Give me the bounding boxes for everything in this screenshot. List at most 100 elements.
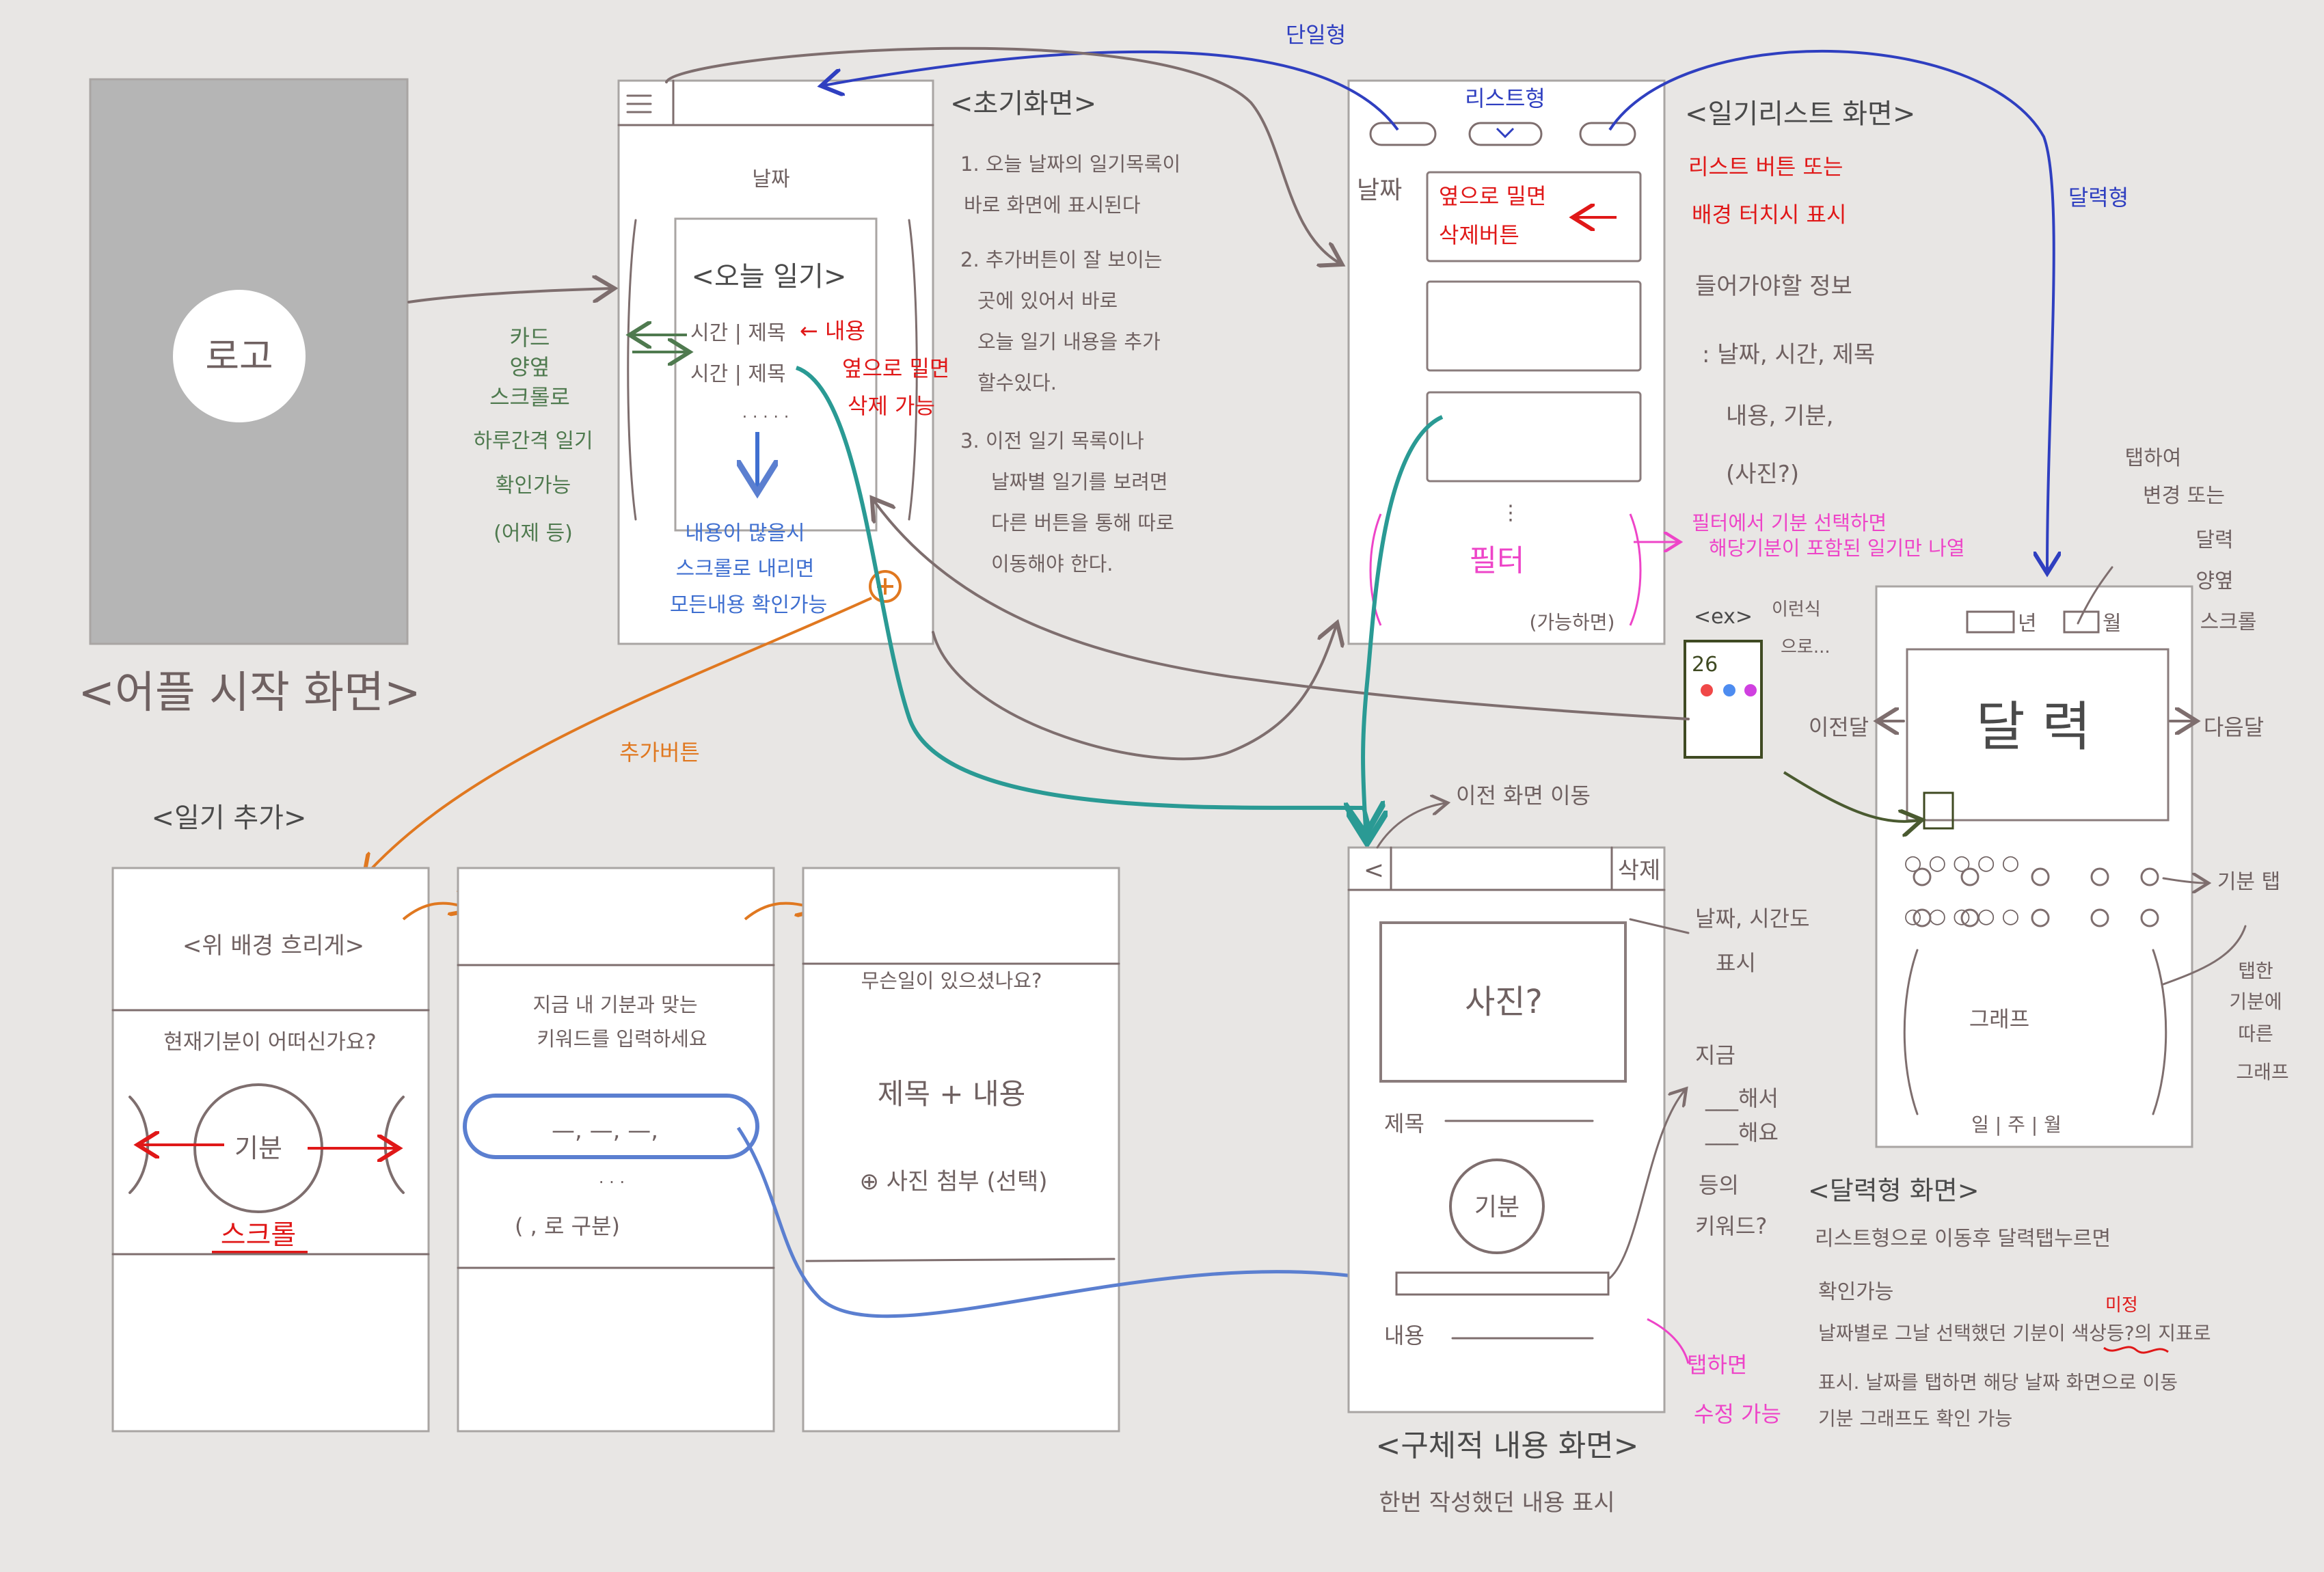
- right-note-line: 삭제 가능: [848, 393, 935, 419]
- year-selector[interactable]: [1966, 610, 2015, 634]
- keyword-note-line: ___해서: [1705, 1085, 1779, 1111]
- add-screen-2: 지금 내 기분과 맞는 키워드를 입력하세요 —, —, —, · · · ( …: [457, 867, 775, 1433]
- mood-dot-red: [1701, 684, 1713, 696]
- mood-tab[interactable]: [1913, 867, 1932, 886]
- list-item[interactable]: [1426, 280, 1642, 372]
- add-screen-3-frame: [802, 867, 1120, 1433]
- info-line: (사진?): [1726, 461, 1799, 488]
- list-to-home-arrow: [824, 50, 1399, 131]
- tap-change-line: 스크롤: [2200, 610, 2257, 634]
- scroll-note: 스크롤: [221, 1219, 296, 1251]
- ex-calendar-cell: 26: [1684, 640, 1763, 759]
- logo-circle: [173, 290, 306, 422]
- graph-period-selector[interactable]: 일 | 주 | 월: [1971, 1113, 2062, 1136]
- tap-graph-line: 탭한: [2238, 960, 2273, 982]
- filter-bracket-left: [1369, 513, 1382, 626]
- calendar-desc-line: 날짜별로 그날 선택했던 기분이 색상등?의 지표로: [1818, 1322, 2211, 1344]
- keyword-note-line: 지금: [1695, 1042, 1735, 1068]
- keyword-note-line: 등의: [1699, 1172, 1739, 1198]
- filter-note-line: 해당기분이 포함된 일기만 나열: [1709, 537, 1965, 560]
- attach-photo-button[interactable]: ⊕ 사진 첨부 (선택): [859, 1168, 1047, 1195]
- photo-area[interactable]: [1379, 921, 1627, 1083]
- swipe-note-line: 옆으로 밀면: [1439, 183, 1546, 209]
- list-red-note: 리스트 버튼 또는: [1688, 154, 1843, 180]
- home-step-line: 곳에 있어서 바로: [977, 289, 1118, 312]
- home-step-line: 다른 버튼을 통해 따로: [991, 511, 1174, 534]
- delete-button[interactable]: 삭제: [1618, 857, 1661, 884]
- info-title: 들어가야할 정보: [1695, 273, 1852, 300]
- keyword-fields: —, —, —,: [552, 1117, 658, 1144]
- list-type-label: 리스트형: [1465, 85, 1545, 111]
- detail-section-title: <구체적 내용 화면>: [1375, 1428, 1638, 1463]
- filter-note-line: 필터에서 기분 선택하면: [1692, 511, 1887, 534]
- mood-dot-purple: [1744, 684, 1757, 696]
- keyword-note-line: 키워드?: [1695, 1213, 1767, 1239]
- home-step-line: 바로 화면에 표시된다: [964, 193, 1141, 217]
- calendar-description: <달력형 화면> 리스트형으로 이동후 달력탭누르면 확인가능 미정 날짜별로 …: [1808, 1176, 2211, 1430]
- mood-selector-label: 기분: [234, 1133, 282, 1163]
- splash-to-home-arrow: [407, 288, 612, 303]
- filter-button[interactable]: 필터: [1470, 543, 1525, 578]
- detail-screen: < 삭제 사진? 제목 기분 내용 <구체적 내용 화면> 한번 작성했던 내용…: [1347, 846, 1666, 1517]
- list-tab-left[interactable]: [1369, 122, 1437, 146]
- hamburger-menu-icon[interactable]: [626, 94, 652, 113]
- year-label: 년: [2018, 612, 2037, 636]
- mood-tab[interactable]: [2140, 867, 2159, 886]
- list-item[interactable]: [1426, 391, 1642, 483]
- title-label: 제목: [1384, 1111, 1424, 1137]
- calendar-body[interactable]: [1906, 648, 2170, 822]
- mood-tab[interactable]: [2090, 867, 2109, 886]
- event-question: 무슨일이 있으셨나요?: [861, 969, 1042, 992]
- mood-tab-buttons[interactable]: [1913, 867, 2159, 927]
- month-label: 월: [2103, 612, 2122, 636]
- mood-display-label: 기분: [1474, 1193, 1519, 1221]
- left-note-line: 스크롤로: [489, 384, 570, 410]
- prev-month-button[interactable]: 이전달: [1809, 714, 1869, 740]
- mood-dot-blue: [1723, 684, 1735, 696]
- datetime-note-line: 날짜, 시간도: [1695, 906, 1810, 932]
- title-content-input[interactable]: 제목 + 내용: [878, 1077, 1025, 1111]
- list-screen: 리스트형 날짜 옆으로 밀면 삭제버튼 ⋮ 필터 (가능하면): [1347, 79, 1666, 645]
- mood-tab[interactable]: [2090, 908, 2109, 927]
- ex-cell-to-calendar-arrow: [1783, 771, 1919, 822]
- down-note-line: 내용이 많을시: [685, 521, 805, 545]
- back-button[interactable]: <: [1364, 856, 1384, 884]
- list-item-swiped[interactable]: [1426, 171, 1642, 262]
- month-selector[interactable]: [2063, 610, 2100, 634]
- keyword-dots: · · ·: [599, 1173, 625, 1192]
- mood-tab[interactable]: [1913, 908, 1932, 927]
- mood-display[interactable]: [1449, 1158, 1545, 1254]
- calendar-desc-line: 표시. 날짜를 탭하면 해당 날짜 화면으로 이동: [1818, 1371, 2178, 1394]
- keyword-prompt-line: 키워드를 입력하세요: [537, 1027, 707, 1051]
- next-month-button[interactable]: 다음달: [2204, 714, 2264, 740]
- mood-row-marks: ○ ○ ○ ○ ○: [1904, 851, 2019, 875]
- mood-tab[interactable]: [2031, 908, 2050, 927]
- home-step-line: 할수있다.: [977, 371, 1057, 394]
- diary-entry-2[interactable]: 시간 | 제목: [690, 362, 786, 386]
- filter-bracket-right: [1629, 513, 1642, 626]
- splash-caption: <어플 시작 화면>: [78, 668, 420, 718]
- mood-tab[interactable]: [1960, 867, 1980, 886]
- single-type-label: 단일형: [1286, 22, 1346, 48]
- mood-tab[interactable]: [1960, 908, 1980, 927]
- list-tab-center[interactable]: [1468, 122, 1543, 146]
- mood-graph[interactable]: 그래프: [1969, 1006, 2029, 1032]
- next-card-edge: [908, 219, 918, 521]
- home-section-title: <초기화면>: [950, 88, 1096, 120]
- mood-tab[interactable]: [2031, 867, 2050, 886]
- right-note-line: 옆으로 밀면: [842, 355, 949, 381]
- home-step-line: 이동해야 한다.: [991, 552, 1113, 575]
- keyword-field[interactable]: [1395, 1271, 1610, 1296]
- chevron-down-icon[interactable]: [1496, 127, 1515, 139]
- mood-tab-arrow: [2162, 878, 2206, 883]
- photo-label: 사진?: [1465, 983, 1543, 1021]
- list-tab-right[interactable]: [1579, 122, 1636, 146]
- keyword-input[interactable]: [463, 1094, 759, 1159]
- keyword-note-arrow: [1608, 1090, 1685, 1279]
- home-down-note: 내용이 많을시 스크롤로 내리면 모든내용 확인가능: [670, 521, 827, 617]
- diary-entry-1[interactable]: 시간 | 제목: [690, 321, 786, 345]
- home-to-list-arrow: [932, 625, 1336, 761]
- mood-tab[interactable]: [2140, 908, 2159, 927]
- ex-label: <ex>: [1694, 605, 1753, 629]
- left-note-line: 확인가능: [496, 474, 571, 498]
